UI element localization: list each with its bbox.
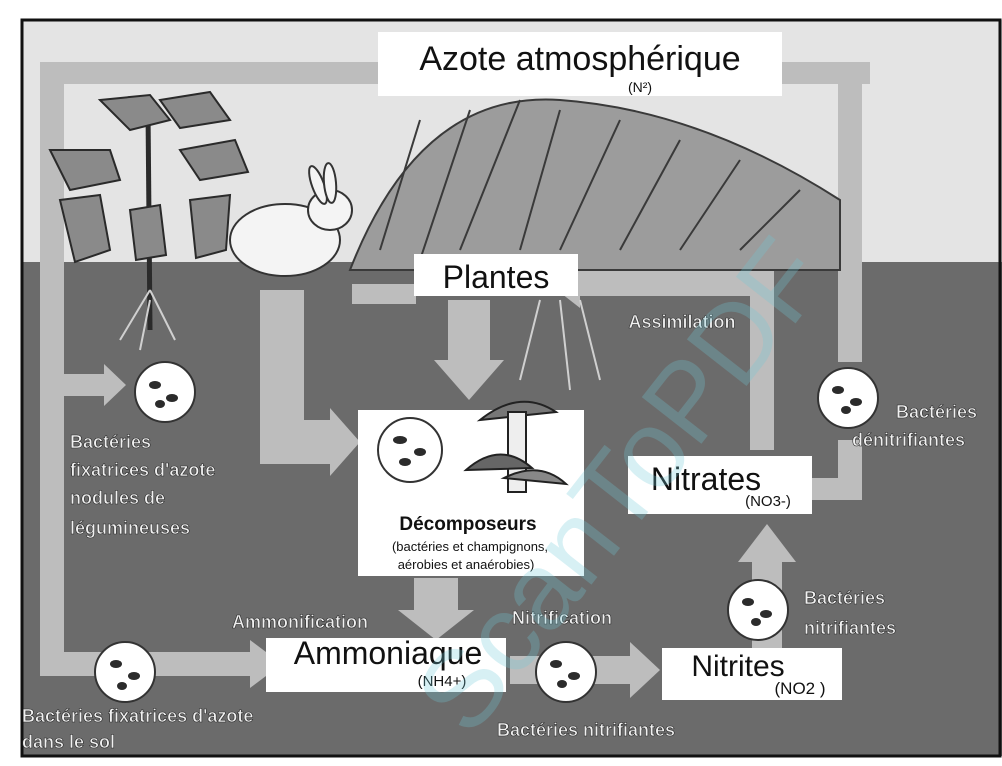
ammonification-label: Ammonification (232, 612, 368, 632)
nitrates-formula: (NO3-) (745, 493, 791, 510)
fixatrices-sol-line1: Bactéries fixatrices d'azote (22, 706, 253, 726)
nitrifiantes-bottom-label: Bactéries nitrifiantes (497, 720, 675, 740)
fixatrices-nodules-line1: Bactéries (70, 432, 151, 452)
title-formula: (N²) (628, 79, 652, 95)
nitrites-formula: (NO2 ) (775, 679, 826, 698)
fixatrices-sol-line2: dans le sol (22, 732, 115, 752)
nitrifiantes-right-line2: nitrifiantes (804, 618, 896, 638)
denitrifiantes-line2: dénitrifiantes (852, 430, 965, 450)
fixatrices-nodules-line3: nodules de (70, 488, 165, 508)
fixatrices-nodules-line2: fixatrices d'azote (70, 460, 215, 480)
nitrifiantes-right-line1: Bactéries (804, 588, 885, 608)
nitrites-label: Nitrites (691, 650, 784, 683)
denitrifiantes-line1: Bactéries (896, 402, 977, 422)
fixatrices-nodules-line4: légumineuses (70, 518, 190, 538)
plantes-label: Plantes (443, 259, 550, 295)
title: Azote atmosphérique (419, 40, 740, 78)
